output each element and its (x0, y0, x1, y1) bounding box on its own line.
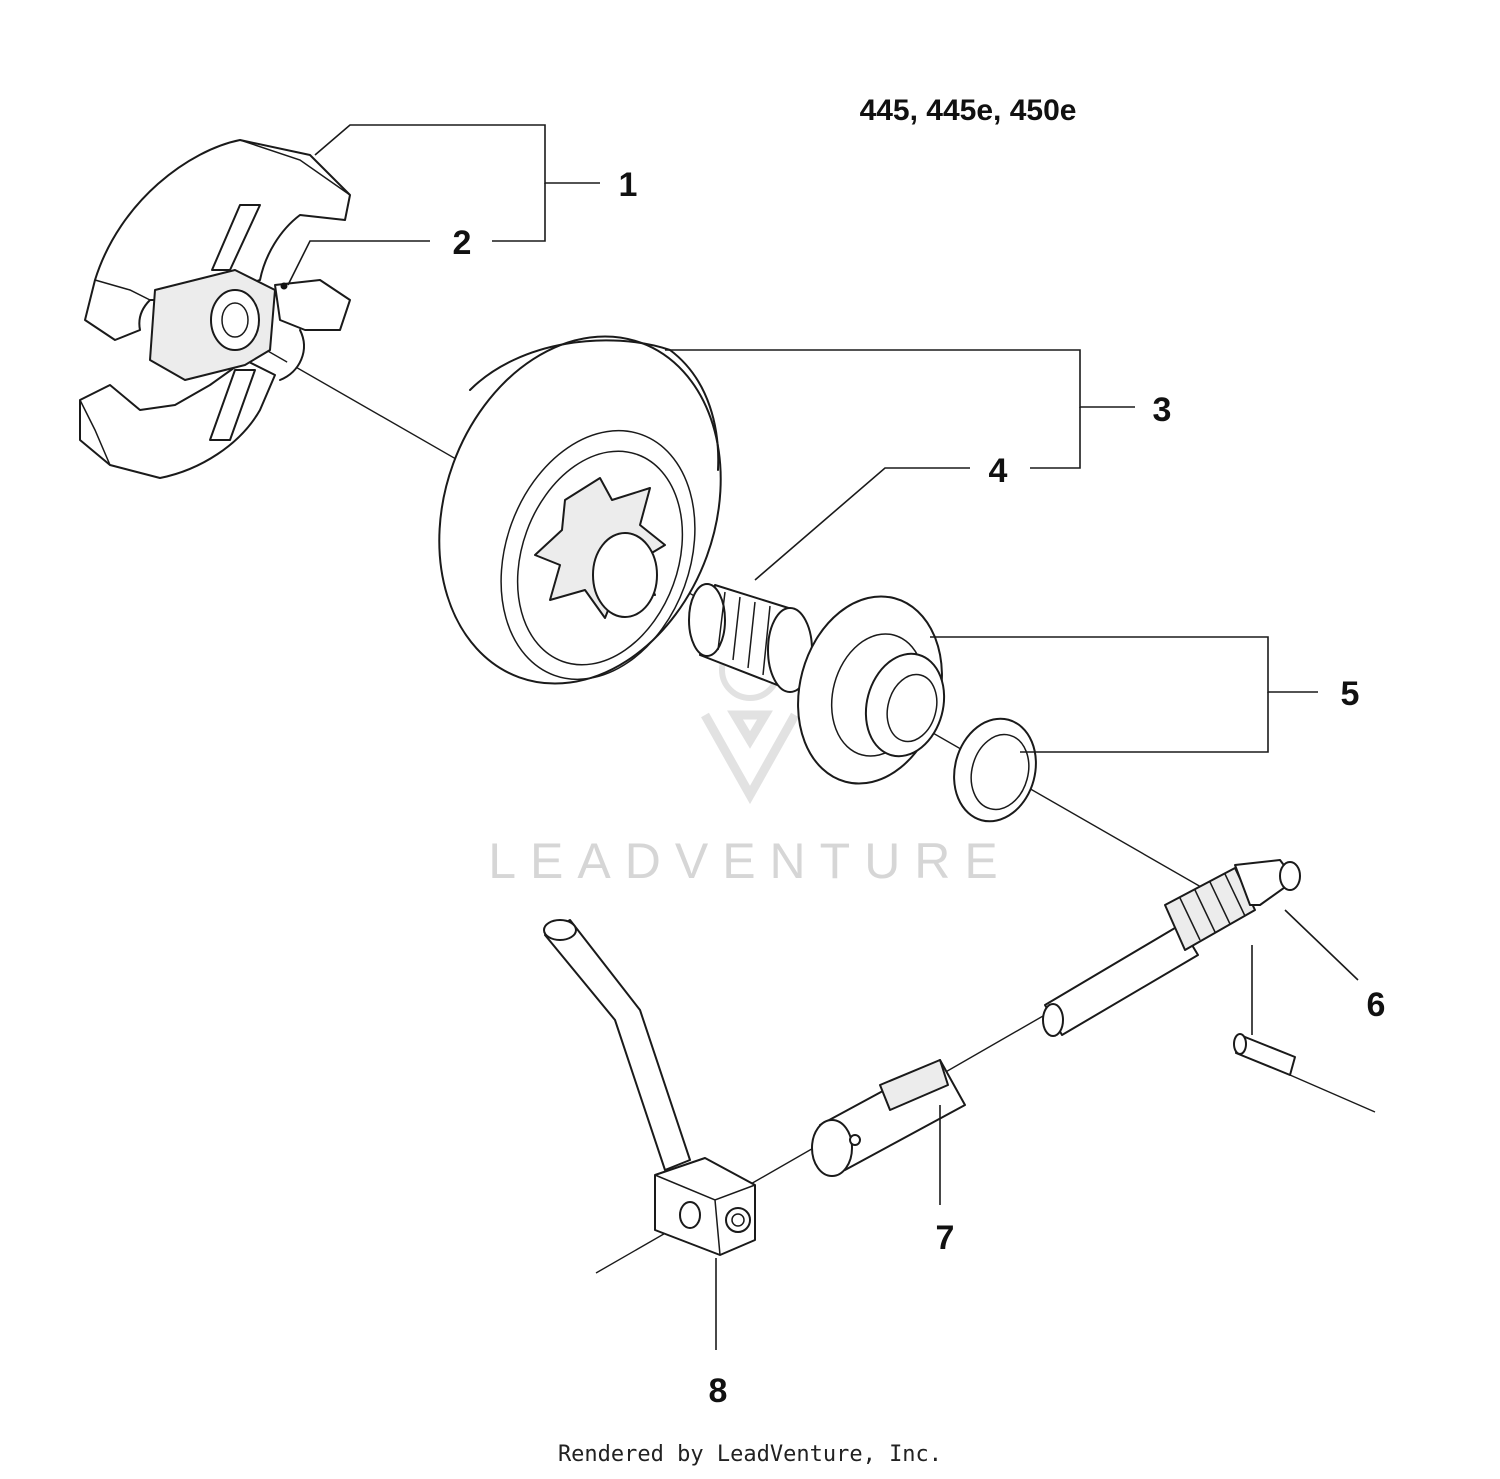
pump-shaft (1042, 859, 1301, 1037)
pin (1233, 1033, 1296, 1076)
watermark-text: LEADVENTURE (488, 833, 1012, 889)
callout-5: 5 (1341, 675, 1360, 713)
leader-6 (1284, 909, 1359, 981)
leader-5 (930, 636, 1318, 693)
sleeve (811, 1059, 966, 1177)
callout-7: 7 (936, 1219, 955, 1257)
spring-washer (953, 717, 1037, 823)
clutch-drum (438, 335, 722, 685)
assembly-axis-pin (1289, 1074, 1376, 1113)
leader-1 (314, 124, 600, 184)
model-label: 445, 445e, 450e (860, 94, 1077, 127)
leader-2 (492, 183, 546, 242)
leader-4 (1030, 407, 1081, 469)
leader-3 (665, 349, 1135, 408)
rim-sprocket (797, 595, 946, 785)
clutch-shoe-assembly (79, 139, 351, 479)
needle-bearing (688, 583, 813, 693)
footer-credit: Rendered by LeadVenture, Inc. (557, 1442, 943, 1467)
callout-6: 6 (1367, 986, 1386, 1024)
callout-1: 1 (619, 166, 638, 204)
leader-2b (287, 240, 430, 286)
callout-3: 3 (1153, 391, 1172, 429)
leader-5b (1020, 692, 1269, 753)
callout-2: 2 (453, 224, 472, 262)
leader-4b (754, 467, 970, 581)
callout-8: 8 (709, 1372, 728, 1410)
chain-brake-lever (543, 919, 756, 1256)
callout-4: 4 (989, 452, 1008, 490)
